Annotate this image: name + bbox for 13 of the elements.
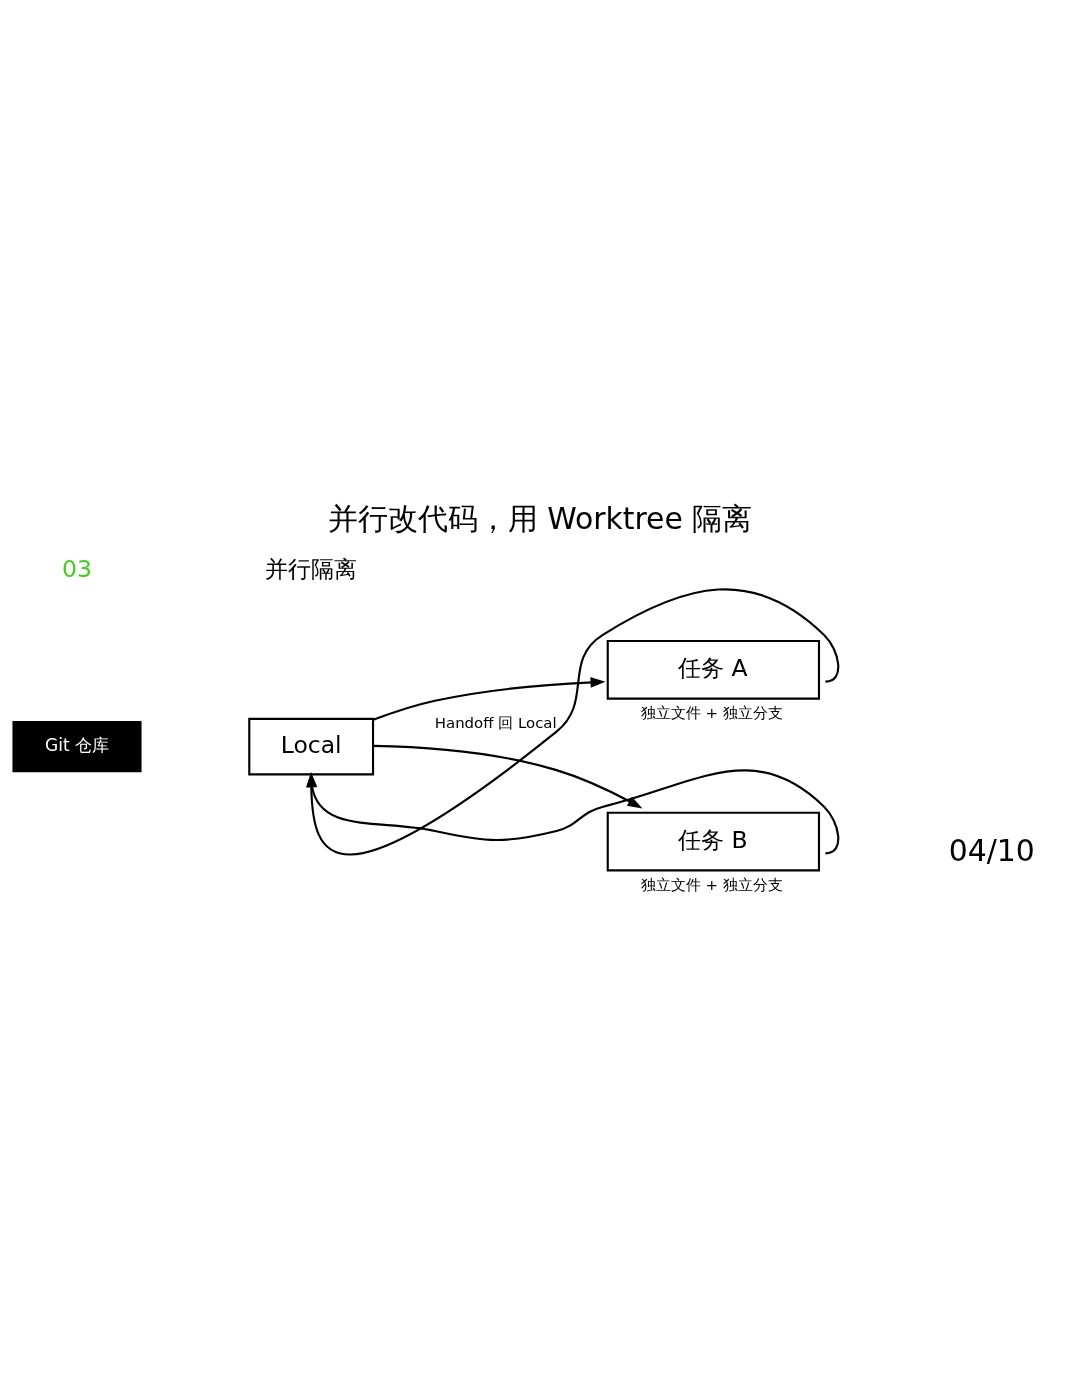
arrow [372,676,606,721]
label: 03 [62,554,92,583]
label: 并行隔离 [265,554,358,583]
node-label: 独立文件 + 独立分支 [640,703,783,722]
node-box: 任务 A [606,639,821,700]
node-box: 任务 B [606,811,821,871]
node-box: Local [248,717,375,775]
diagram-title: 并行改代码，用 Worktree 隔离 [327,500,753,536]
edge-label: Handoff 回 Local [434,713,557,732]
node-box: Git 仓库 [12,720,142,772]
node-label: 独立文件 + 独立分支 [640,875,783,894]
label: 04/10 [948,832,1035,868]
arrow [373,744,643,808]
